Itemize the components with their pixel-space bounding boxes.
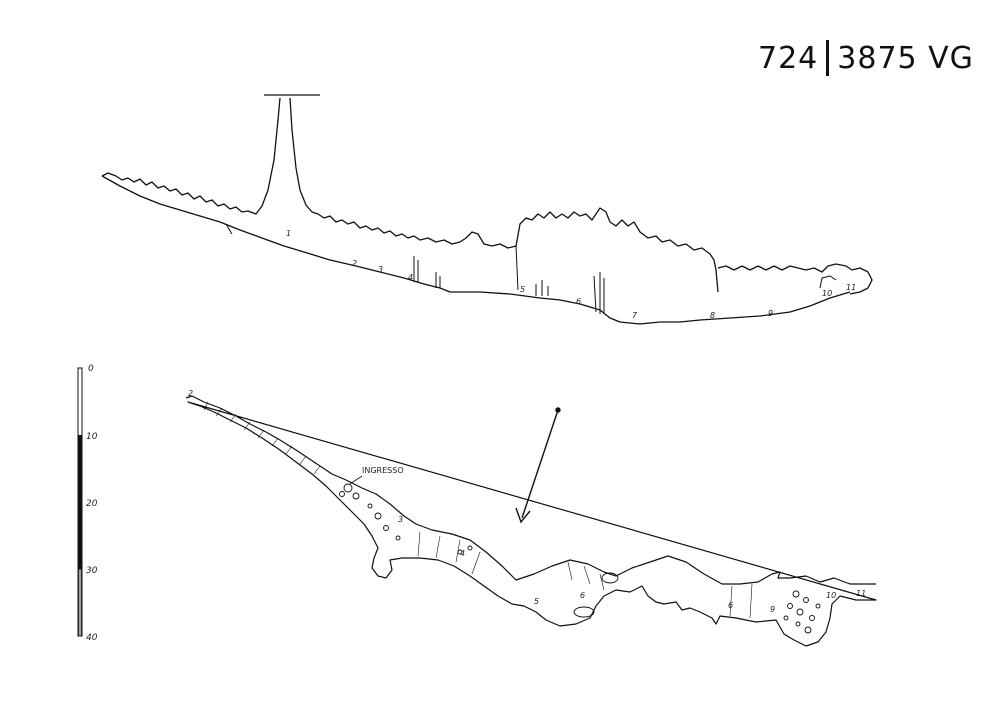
profile-point-labels: 1 2 3 4 5 6 7 8 9 10 11 [286,229,856,320]
profile-point: 4 [408,273,413,282]
profile-point: 7 [632,311,638,320]
plan-point: 5 [534,597,539,606]
entrance-leader-line [349,475,363,485]
profile-details [225,223,837,314]
cave-catalog-id: 724 3875 VG [758,40,974,76]
profile-point: 3 [378,265,383,274]
profile-point: 11 [846,283,856,292]
profile-point: 10 [822,289,832,298]
plan-point: 2 [188,389,193,398]
plan-point: 6 [580,591,585,600]
plan-point: 6 [728,601,733,610]
profile-floor [101,175,851,325]
north-arrow [515,407,561,524]
profile-point: 1 [286,229,291,238]
scale-tick: 10 [86,432,98,442]
cave-profile [101,94,873,325]
profile-point: 2 [352,259,357,268]
plan-point: 9 [770,605,775,614]
profile-point: 6 [576,297,581,306]
scale-tick: 40 [86,633,98,643]
profile-point: 5 [520,285,525,294]
entrance-label: INGRESSO [362,466,404,475]
plan-point: 3 [398,515,403,524]
cave-plan [185,395,877,647]
plan-contours [203,401,753,619]
plan-point: 4 [460,549,465,558]
plan-boulders [339,483,821,634]
profile-ceiling [101,94,873,295]
plan-point: 10 [826,591,836,600]
scale-tick: 20 [86,499,98,509]
plan-point: 11 [856,589,866,598]
profile-point: 9 [768,309,773,318]
cave-number: 724 [758,41,819,76]
plan-point-labels: 2 3 4 5 6 6 9 10 11 [188,389,866,614]
id-separator [826,40,830,76]
scale-tick: 30 [86,566,98,576]
profile-point: 8 [710,311,715,320]
scale-bar [77,367,83,637]
scale-tick: 0 [88,364,94,374]
plan-outline [185,395,877,647]
scale-bar-ticks: 0 10 20 30 40 [86,364,98,643]
cave-code: 3875 VG [837,41,974,76]
